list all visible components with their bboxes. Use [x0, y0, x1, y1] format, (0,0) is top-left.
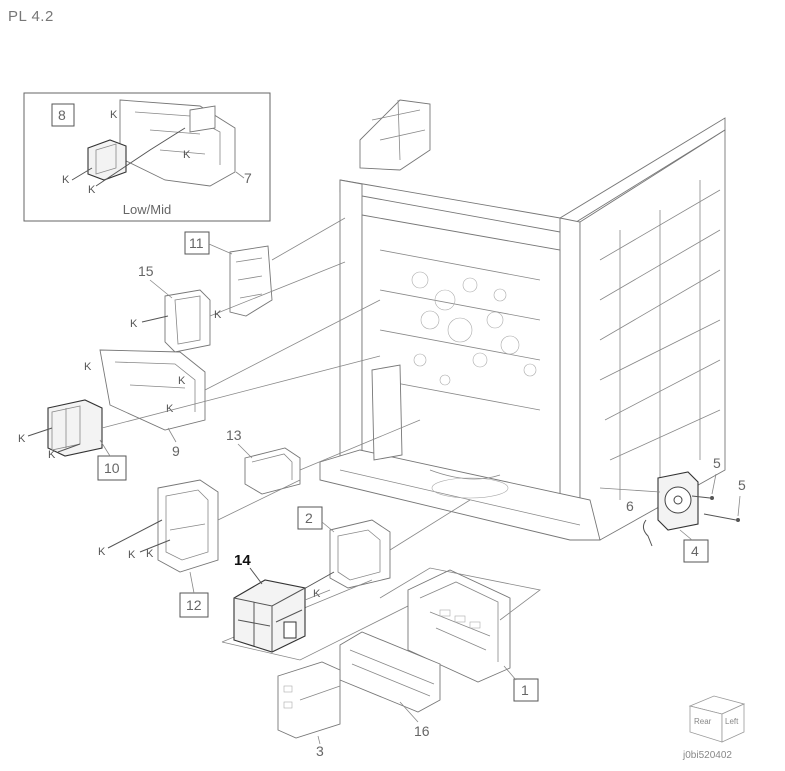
page-title: PL 4.2 [8, 8, 54, 25]
callout-16: 16 [414, 723, 430, 739]
inset-part-8-shape [87, 139, 127, 181]
k-mark-9b: K [166, 403, 174, 415]
inset-low-mid: 8 7 K K K K Low/Mid [23, 92, 271, 222]
part-6: 6 [626, 498, 653, 547]
inset-callout-8-box [51, 103, 75, 127]
callout-5b: 5 [738, 477, 746, 493]
callout-6: 6 [626, 498, 634, 514]
k-mark-9a: K [84, 361, 92, 373]
cube-face-rear: Rear [694, 717, 712, 726]
k-mark-10a: K [18, 433, 26, 445]
part-11: 11 [184, 217, 346, 317]
k-mark-main-1: K [146, 548, 154, 560]
k-mark-12b: K [128, 549, 136, 561]
callout-2: 2 [305, 510, 313, 526]
inset-k-mark-4: K [110, 109, 118, 121]
callout-14: 14 [234, 552, 251, 569]
part-2: 2 K [297, 499, 471, 600]
callout-3: 3 [316, 743, 324, 759]
callout-12: 12 [186, 597, 202, 613]
part-10: K K 10 [18, 355, 381, 481]
k-mark-9c: K [178, 375, 186, 387]
orientation-cube: Rear Left [688, 695, 746, 743]
callout-13: 13 [226, 427, 242, 443]
part-14-highlighted: 14 [221, 552, 441, 661]
callout-15: 15 [138, 263, 154, 279]
inset-caption: Low/Mid [123, 202, 171, 217]
main-frame [319, 99, 726, 541]
inset-callout-8: 8 [58, 107, 66, 123]
figure-id: j0bi520402 [682, 750, 732, 761]
k-mark-12a: K [98, 546, 106, 558]
k-mark-10b: K [48, 449, 56, 461]
k-mark-15: K [130, 318, 138, 330]
callout-9: 9 [172, 443, 180, 459]
callout-1: 1 [521, 682, 529, 698]
part-9: 9 K K K [84, 299, 381, 459]
callout-11: 11 [189, 235, 204, 251]
callout-10: 10 [104, 460, 120, 476]
part-12: K K 12 [98, 479, 301, 618]
part-4: 4 [599, 471, 709, 563]
callout-4: 4 [691, 543, 699, 559]
part-15: 15 K K [130, 261, 346, 353]
callout-5a: 5 [713, 455, 721, 471]
inset-k-mark-3: K [183, 149, 191, 161]
part-5: 5 5 [691, 455, 746, 522]
k-mark-2: K [313, 588, 321, 600]
part-1: 1 [379, 567, 541, 702]
part-3: 3 [277, 661, 341, 759]
cube-face-left: Left [725, 717, 739, 726]
inset-k-mark-1: K [62, 174, 70, 186]
inset-callout-7: 7 [244, 170, 252, 186]
k-mark-15b: K [214, 309, 222, 321]
inset-k-mark-2: K [88, 184, 96, 196]
part-13: 13 [226, 419, 421, 495]
